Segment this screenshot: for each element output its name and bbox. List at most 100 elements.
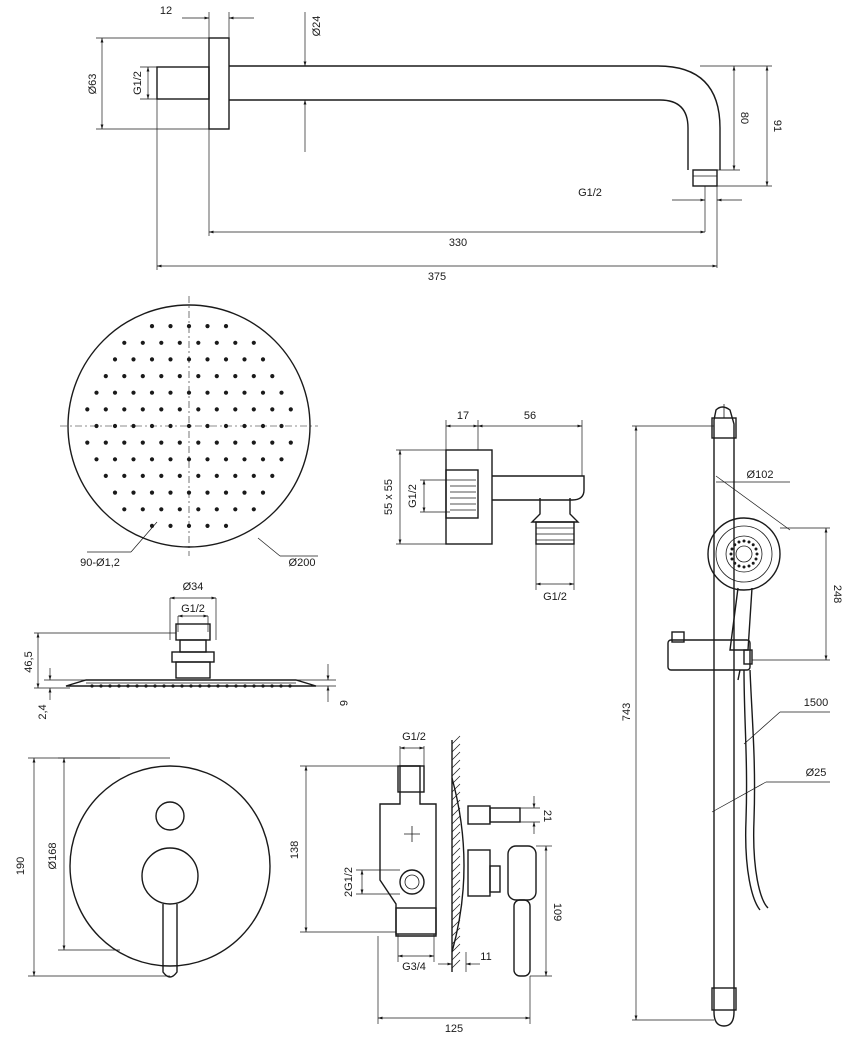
nozzle-dot — [122, 473, 127, 478]
hatch-line — [451, 815, 461, 825]
nozzle-dot — [168, 390, 173, 395]
nozzle-dot — [159, 440, 164, 445]
nozzle-dot — [186, 457, 192, 462]
nozzle-dot — [103, 407, 108, 412]
shower-hose — [743, 669, 761, 911]
hatch-line — [451, 823, 461, 833]
head-d200-label: Ø200 — [289, 557, 316, 569]
side-nozzle-dot — [90, 684, 94, 688]
side-nozzle-dot — [153, 684, 157, 688]
nozzle-dot — [233, 374, 238, 379]
side-nozzle-dot — [117, 684, 121, 688]
mixer-knob — [141, 847, 199, 905]
head-side-nozzles — [90, 684, 292, 688]
arm-d63-label: Ø63 — [87, 74, 99, 95]
head-g12-label: G1/2 — [181, 603, 205, 615]
valve-d21-label: 21 — [541, 810, 553, 822]
arm-d12-label: 12 — [160, 5, 172, 17]
nozzle-dot — [214, 340, 219, 345]
elbow-g12-label: G1/2 — [407, 484, 419, 508]
nozzle-dot — [85, 440, 90, 445]
nozzle-dot — [214, 407, 219, 412]
rail-top-holder — [711, 417, 737, 439]
nozzle-dot — [112, 423, 118, 429]
nozzle-dot — [233, 440, 238, 445]
elbow-flange — [445, 449, 493, 545]
nozzle-dot — [223, 357, 229, 362]
nozzle-dot — [251, 374, 256, 379]
arm-connector — [156, 66, 210, 100]
nozzle-dot — [112, 357, 118, 362]
head-d465-label: 46,5 — [23, 651, 35, 672]
hatch-line — [451, 943, 461, 953]
rail-slider — [667, 639, 751, 671]
side-nozzle-dot — [189, 684, 193, 688]
side-nozzle-dot — [207, 684, 211, 688]
side-nozzle-dot — [225, 684, 229, 688]
arm-g12-label: G1/2 — [132, 71, 144, 95]
side-nozzle-dot — [261, 684, 265, 688]
nozzle-dot — [251, 407, 256, 412]
nozzle-dot — [242, 390, 247, 395]
nozzle-dot — [205, 423, 210, 429]
hatch-line — [451, 887, 461, 897]
nozzle-dot — [112, 490, 118, 495]
hatch-line — [451, 863, 461, 873]
nozzle-dot — [242, 490, 247, 495]
nozzle-dot — [205, 390, 210, 395]
arm-gout-label: G1/2 — [578, 187, 602, 199]
nozzle-dot — [103, 440, 108, 445]
arm-outlet — [692, 169, 718, 187]
handshower-dot — [733, 561, 737, 565]
hatch-line — [451, 751, 461, 761]
side-nozzle-dot — [234, 684, 238, 688]
hatch-line — [451, 743, 461, 753]
side-nozzle-dot — [180, 684, 184, 688]
nozzle-dot — [223, 324, 229, 329]
nozzle-dot — [242, 357, 247, 362]
side-nozzle-dot — [198, 684, 202, 688]
valve-d2g-label: 2G1/2 — [343, 867, 355, 897]
nozzle-dot — [149, 324, 155, 329]
nozzle-dot — [186, 324, 192, 329]
nozzle-dot — [159, 407, 164, 412]
nozzle-dot — [140, 473, 145, 478]
nozzle-dot — [112, 457, 118, 462]
nozzle-dot — [233, 407, 238, 412]
hatch-line — [451, 847, 461, 857]
plate-outline — [69, 765, 271, 967]
nozzle-dot — [149, 390, 155, 395]
nozzle-dot — [131, 423, 136, 429]
nozzle-dot — [131, 490, 136, 495]
nozzle-dot — [103, 374, 108, 379]
side-nozzle-dot — [243, 684, 247, 688]
nozzle-dot — [214, 374, 219, 379]
elbow-body — [492, 475, 585, 501]
head-d34-label: Ø34 — [183, 581, 204, 593]
arm-d91-label: 91 — [771, 120, 783, 132]
nozzle-dot — [260, 457, 266, 462]
handshower-head — [707, 517, 781, 591]
mixer-lever — [162, 904, 178, 978]
nozzle-dot — [233, 340, 238, 345]
hatch-line — [451, 895, 461, 905]
nozzle-dot — [159, 473, 164, 478]
elbow-outlet — [535, 521, 575, 545]
rail-d102-label: Ø102 — [747, 469, 774, 481]
nozzle-dot — [251, 340, 256, 345]
nozzle-dot — [205, 357, 210, 362]
nozzle-dot — [177, 440, 182, 445]
nozzle-dot — [214, 440, 219, 445]
hatch-line — [451, 855, 461, 865]
rail-d1500-label: 1500 — [804, 697, 828, 709]
nozzle-dot — [196, 340, 201, 345]
hatch-line — [451, 903, 461, 913]
nozzle-dot — [94, 457, 99, 462]
arm-d375-label: 375 — [428, 271, 446, 283]
side-nozzle-dot — [162, 684, 166, 688]
rail-d25-label: Ø25 — [806, 767, 827, 779]
nozzle-dot — [270, 440, 275, 445]
side-nozzle-dot — [171, 684, 175, 688]
handshower-dot — [737, 564, 741, 568]
